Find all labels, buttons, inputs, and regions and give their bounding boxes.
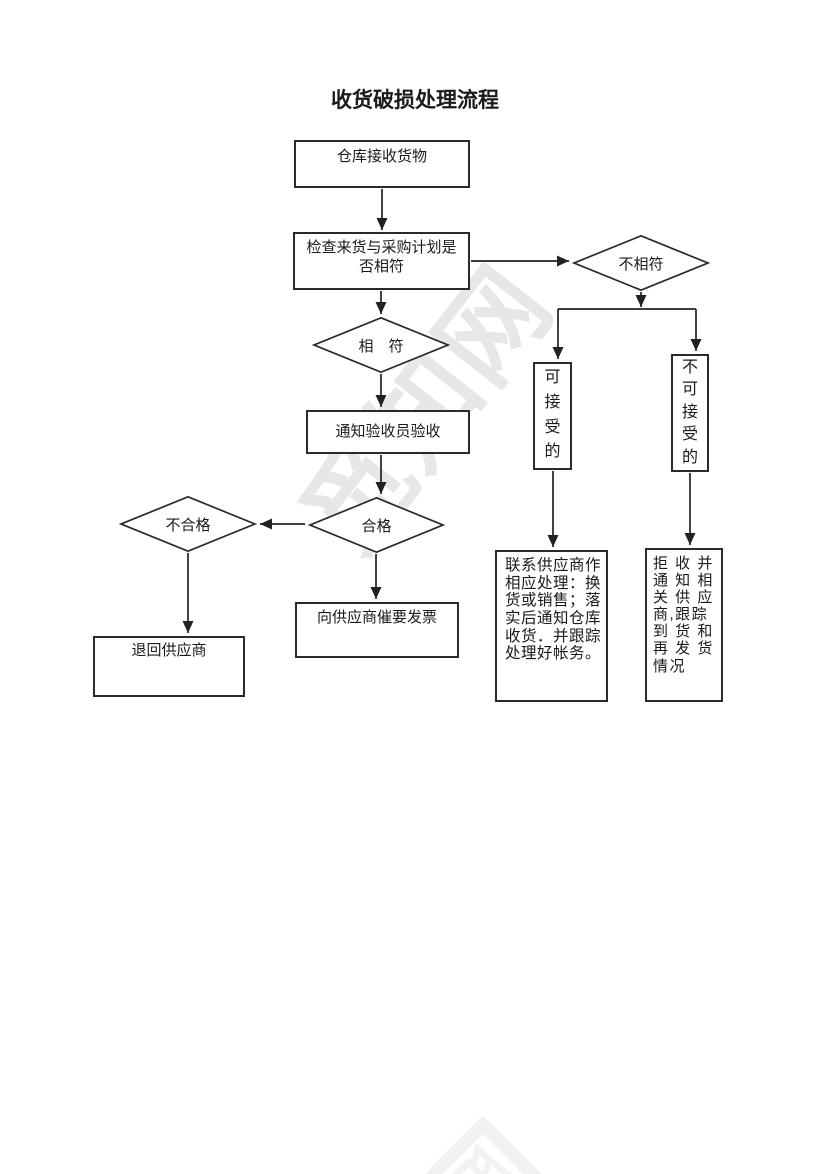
node-return-supplier: 退回供应商: [93, 636, 245, 697]
node-request-invoice: 向供应商催要发票: [295, 602, 459, 658]
node-reject-goods: 拒 收 并 通 知 相 关 供 应 商,跟踪 到 货 和 再 发 货 情况: [645, 548, 723, 702]
decision-mismatch: 不相符: [572, 235, 710, 291]
node-contact-supplier: 联系供应商作 相应处理：换 货或销售；落 实后通知仓库 收货．并跟踪 处理好帐务…: [495, 550, 608, 702]
node-receive-goods: 仓库接收货物: [294, 140, 470, 188]
diamond-shape: [572, 235, 710, 291]
node-check-plan: 检查来货与采购计划是 否相符: [293, 232, 470, 290]
decision-qualified-label: 合格: [361, 517, 392, 535]
page-title: 收货破损处理流程: [331, 89, 499, 112]
decision-unqualified: 不合格: [119, 496, 257, 552]
node-check-plan-label: 检查来货与采购计划是 否相符: [306, 239, 457, 275]
node-unacceptable: 不 可 接 受 的: [671, 354, 709, 472]
node-notify-inspector-label: 通知验收员验收: [335, 422, 441, 440]
diamond-shape: [308, 497, 445, 553]
decision-match: 相 符: [312, 317, 450, 373]
diamond-shape: [312, 317, 450, 373]
node-notify-inspector: 通知验收员验收: [306, 410, 470, 454]
decision-match-label: 相 符: [358, 337, 404, 355]
decision-unqualified-label: 不合格: [165, 516, 211, 534]
node-acceptable: 可 接 受 的: [533, 362, 572, 470]
diamond-shape: [119, 496, 257, 552]
decision-qualified: 合格: [308, 497, 445, 553]
decision-mismatch-label: 不相符: [618, 255, 664, 273]
